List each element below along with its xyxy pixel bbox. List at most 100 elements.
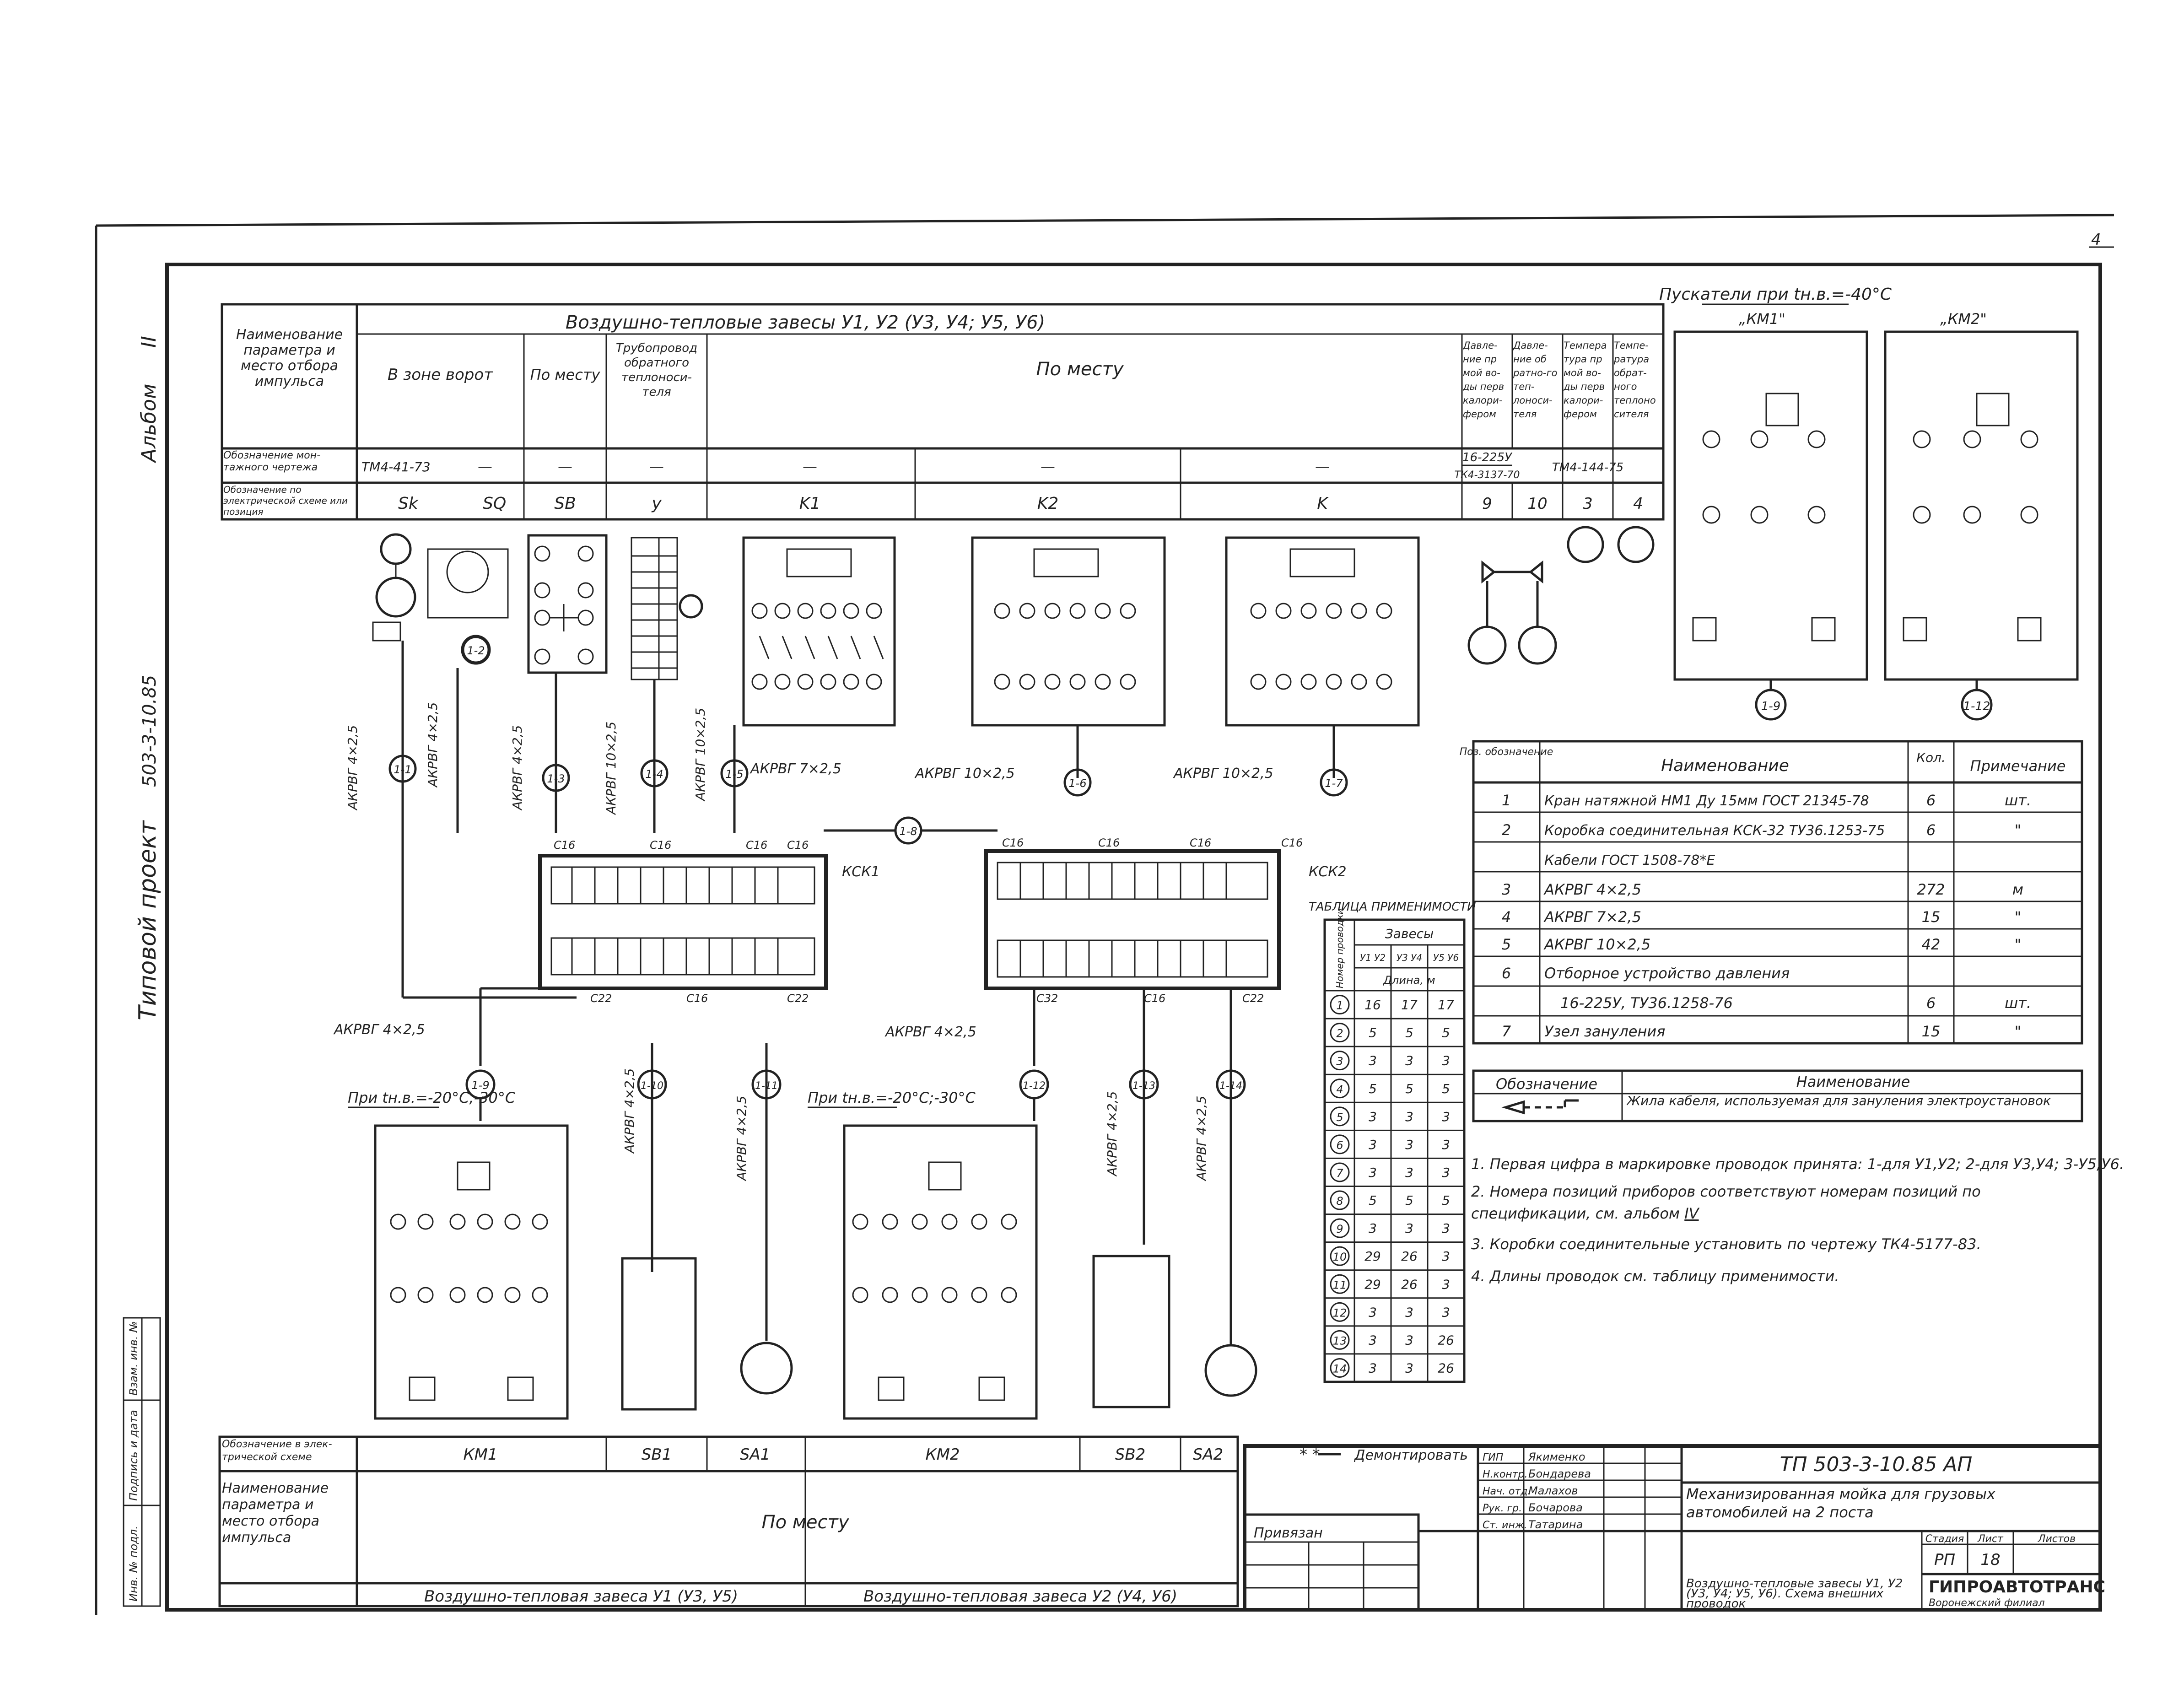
starter-km2-symbol bbox=[1884, 330, 2079, 681]
ksk2-gland-5: С32 bbox=[1036, 992, 1058, 1005]
name-2: Бондарева bbox=[1528, 1467, 1591, 1480]
pushbutton-sb1-symbol bbox=[621, 1257, 697, 1411]
applicability-length-cell: 3 bbox=[1442, 1305, 1450, 1320]
svg-text:6: 6 bbox=[1926, 994, 1936, 1012]
drawing-t: ТМ4-144-75 bbox=[1552, 461, 1623, 475]
role-ruk: Рук. гр. bbox=[1483, 1503, 1522, 1514]
junction-box-ksk1: КСК1 С16 С16 С16 С16 С22 С16 С22 bbox=[538, 839, 880, 1005]
lower-wires: 1-9 1-10 1-11 1-12 1-13 1-14 АКРВГ 4×2,5… bbox=[333, 987, 1246, 1345]
svg-text:Коробка соединительная КСК-32: Коробка соединительная КСК-32 ТУ36.1253-… bbox=[1544, 823, 1885, 839]
wire-id-1-9-top: 1-9 bbox=[1761, 700, 1780, 713]
ksk2-gland-6: С16 bbox=[1144, 992, 1165, 1005]
applicability-wire-circle bbox=[1330, 1162, 1350, 1182]
note-3: 3. Коробки соединительные установить по … bbox=[1471, 1235, 1981, 1253]
spec-row: Кабели ГОСТ 1508-78*Е bbox=[1544, 852, 1715, 868]
applicability-length-cell: 3 bbox=[1405, 1332, 1413, 1348]
svg-text:4: 4 bbox=[1502, 908, 1511, 926]
svg-text:": " bbox=[2015, 936, 2022, 953]
applicability-length-cell: 3 bbox=[1442, 1137, 1450, 1152]
svg-text:Узел зануления: Узел зануления bbox=[1544, 1023, 1665, 1040]
svg-text:6: 6 bbox=[1926, 821, 1936, 839]
album-number: II bbox=[137, 336, 161, 348]
sheet-value: 18 bbox=[1980, 1551, 2000, 1569]
applicability-length-cell: 3 bbox=[1369, 1053, 1377, 1068]
km2-label: „КМ2" bbox=[1940, 310, 1987, 328]
col-pipeline: Трубопровод обратного теплоноси-теля bbox=[615, 341, 698, 399]
svg-text:1-5: 1-5 bbox=[725, 768, 743, 781]
dismantle-asterisks: * * bbox=[1300, 1445, 1320, 1464]
ksk1-gland-2: С16 bbox=[650, 839, 671, 852]
applicability-length-cell: 3 bbox=[1405, 1165, 1413, 1180]
left-margin-stamp: Альбом II 503-3-10.85 Типовой проект Инв… bbox=[123, 336, 162, 1607]
pos-y: у bbox=[651, 494, 662, 513]
starters-group: Пускатели при tн.в.=-40°С „КМ1" „КМ2" 1-… bbox=[1659, 285, 2079, 721]
pos-sk: Sk bbox=[398, 494, 419, 513]
applicability-length-cell: 17 bbox=[1438, 998, 1454, 1013]
project-type: Типовой проект bbox=[134, 820, 162, 1020]
row1-header: Наименование параметра и место отбора им… bbox=[236, 327, 343, 389]
stamp-sign: Подпись и дата bbox=[127, 1410, 140, 1501]
sheets-header: Листов bbox=[2038, 1533, 2076, 1545]
pushbutton-sb-symbol bbox=[527, 534, 608, 674]
starter-km1-lower-symbol bbox=[374, 1124, 569, 1420]
drawing-title: Воздушно-тепловые завесы У1, У2 (У3, У4;… bbox=[1686, 1579, 1903, 1610]
terminal-strip-y bbox=[631, 537, 678, 680]
svg-text:1-13: 1-13 bbox=[1132, 1080, 1155, 1092]
svg-text:3: 3 bbox=[1502, 881, 1511, 898]
applicability-wire-number: 14 bbox=[1333, 1362, 1347, 1375]
applicability-length-cell: 3 bbox=[1442, 1221, 1450, 1236]
specification-table: Поз. обозначение Наименование Кол. Приме… bbox=[1460, 740, 2083, 1045]
marker-1-10: 1-10 bbox=[637, 1069, 667, 1100]
marker-1-1: 1-1 bbox=[388, 755, 417, 783]
applicability-wire-number: 12 bbox=[1333, 1306, 1347, 1319]
col-zone: В зоне ворот bbox=[388, 366, 493, 384]
bottom-col-sa1: SA1 bbox=[740, 1445, 770, 1464]
legend-h-designation: Обозначение bbox=[1496, 1075, 1597, 1093]
note-2-album: IV bbox=[1684, 1205, 1699, 1222]
applicability-length-cell: 3 bbox=[1442, 1249, 1450, 1264]
spec-row: 6 Отборное устройство давления bbox=[1502, 965, 1790, 982]
starter-km2-lower-symbol bbox=[843, 1124, 1038, 1420]
app-h-pair-2: У3 У4 bbox=[1397, 952, 1422, 963]
applicability-length-cell: 5 bbox=[1405, 1081, 1413, 1096]
svg-text:1-9: 1-9 bbox=[471, 1079, 489, 1092]
applicability-wire-circle bbox=[1330, 1023, 1350, 1043]
applicability-wire-number: 10 bbox=[1333, 1251, 1347, 1263]
svg-text:1-4: 1-4 bbox=[645, 768, 663, 781]
km1-label: „КМ1" bbox=[1739, 310, 1785, 328]
drawing-dash-2: — bbox=[558, 458, 572, 475]
svg-text:Кабели ГОСТ 1508-78*Е: Кабели ГОСТ 1508-78*Е bbox=[1544, 852, 1715, 868]
spec-row: 3 АКРВГ 4×2,5 272 м bbox=[1502, 881, 2023, 898]
grounding-wire-icon bbox=[1501, 1099, 1579, 1115]
marker-1-9: 1-9 bbox=[465, 1069, 496, 1100]
switch-sa2-symbol bbox=[1204, 1344, 1257, 1397]
applicability-wire-circle bbox=[1330, 1079, 1350, 1099]
bottom-col-sb1: SB1 bbox=[642, 1445, 672, 1464]
applicability-wire-circle bbox=[1330, 1134, 1350, 1154]
applicability-wire-number: 4 bbox=[1336, 1083, 1343, 1096]
applicability-length-cell: 29 bbox=[1364, 1249, 1381, 1264]
heat-note-left: При tн.в.=-20°С,-30°С bbox=[348, 1089, 516, 1106]
stamp-inv: Инв. № подл. bbox=[127, 1526, 140, 1602]
ksk2-gland-7: С22 bbox=[1242, 992, 1264, 1005]
cable-label-8: АКРВГ 10×2,5 bbox=[1173, 766, 1273, 782]
door-switch-sq-symbol bbox=[427, 548, 509, 619]
legend-table: Обозначение Наименование Жила кабеля, ис… bbox=[1472, 1069, 2083, 1122]
svg-text:АКРВГ 4×2,5: АКРВГ 4×2,5 bbox=[1543, 881, 1641, 898]
applicability-length-cell: 3 bbox=[1442, 1109, 1450, 1124]
svg-text:": " bbox=[2015, 1023, 2022, 1040]
applicability-wire-number: 3 bbox=[1336, 1055, 1343, 1068]
applicability-table: ТАБЛИЦА ПРИМЕНИМОСТИ Номер проводки Заве… bbox=[1309, 900, 1476, 1383]
applicability-length-cell: 5 bbox=[1369, 1081, 1377, 1096]
bottom-h2: Наименование параметра и место отбора им… bbox=[222, 1480, 329, 1546]
applicability-length-cell: 3 bbox=[1405, 1053, 1413, 1068]
app-h-pair-3: У5 У6 bbox=[1433, 952, 1459, 963]
temperature-switch-symbol bbox=[375, 577, 416, 618]
marker-1-5: 1-5 bbox=[720, 759, 749, 787]
svg-text:7: 7 bbox=[1502, 1023, 1511, 1040]
svg-text:5: 5 bbox=[1502, 936, 1511, 953]
bottom-local: По месту bbox=[761, 1512, 849, 1533]
note-2: 2. Номера позиций приборов соответствуют… bbox=[1471, 1183, 1981, 1222]
applicability-length-cell: 3 bbox=[1405, 1360, 1413, 1375]
col-local-big: По месту bbox=[1036, 359, 1124, 380]
